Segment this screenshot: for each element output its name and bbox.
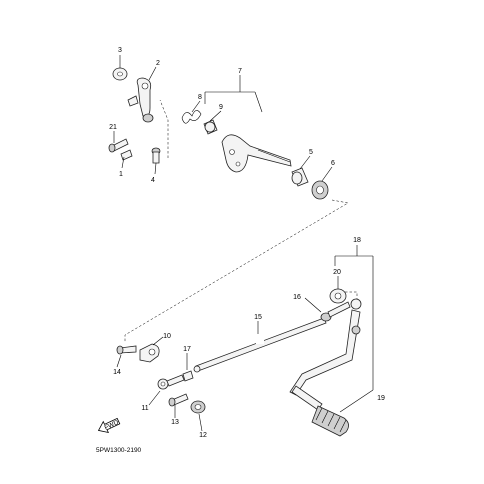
callout-12: 12	[199, 432, 207, 439]
leader-lines	[113, 55, 374, 432]
bush-part[interactable]	[203, 119, 218, 135]
rod-washer-part[interactable]	[320, 312, 332, 322]
rod-end-part[interactable]	[157, 374, 185, 390]
lever-bolt-part[interactable]	[116, 345, 137, 355]
callout-21: 21	[109, 124, 117, 131]
front-badge-text: FWD	[103, 419, 120, 432]
spring-part[interactable]	[181, 110, 202, 124]
callout-6: 6	[331, 160, 335, 167]
shift-pedal-part[interactable]	[289, 298, 362, 411]
callout-15: 15	[254, 314, 262, 321]
callout-7: 7	[238, 68, 242, 75]
callout-9: 9	[219, 104, 223, 111]
washer-part[interactable]	[112, 67, 128, 81]
joint-part[interactable]	[327, 288, 351, 318]
callout-1: 1	[119, 171, 123, 178]
pivot-collar-part[interactable]	[190, 400, 206, 414]
callout-4: 4	[151, 177, 155, 184]
callout-13: 13	[171, 419, 179, 426]
shift-shaft-part[interactable]	[221, 134, 292, 173]
callout-17: 17	[183, 346, 191, 353]
pedal-rubber-part[interactable]	[311, 405, 349, 437]
pin-part[interactable]	[120, 149, 133, 161]
pivot-bolt-part[interactable]	[168, 393, 189, 407]
callout-11: 11	[141, 405, 148, 412]
nut-part[interactable]	[182, 370, 194, 382]
shaft-part[interactable]	[151, 147, 161, 164]
callout-18: 18	[353, 237, 361, 244]
front-arrow-icon: FWD	[97, 417, 121, 434]
callout-5: 5	[309, 149, 313, 156]
shift-lever-part[interactable]	[139, 343, 160, 363]
callout-labels: 3 2 21 1 4 7 8 9 5 6 10 14 15 17 11 13 1…	[109, 47, 385, 439]
shift-arm-part[interactable]	[127, 77, 154, 123]
bolt-part[interactable]	[108, 138, 129, 153]
diagram-code: 5PW1300-2190	[96, 447, 142, 454]
callout-14: 14	[113, 369, 121, 376]
callout-10: 10	[163, 333, 171, 340]
callout-3: 3	[118, 47, 122, 54]
callout-8: 8	[198, 94, 202, 101]
assembly-reference-lines	[124, 99, 358, 343]
shift-rod-part[interactable]	[193, 317, 327, 373]
collar-part[interactable]	[291, 167, 309, 187]
oil-seal-part[interactable]	[311, 180, 329, 200]
callout-20: 20	[333, 269, 341, 276]
callout-2: 2	[156, 60, 160, 67]
callout-16: 16	[293, 294, 301, 301]
callout-19: 19	[377, 395, 385, 402]
